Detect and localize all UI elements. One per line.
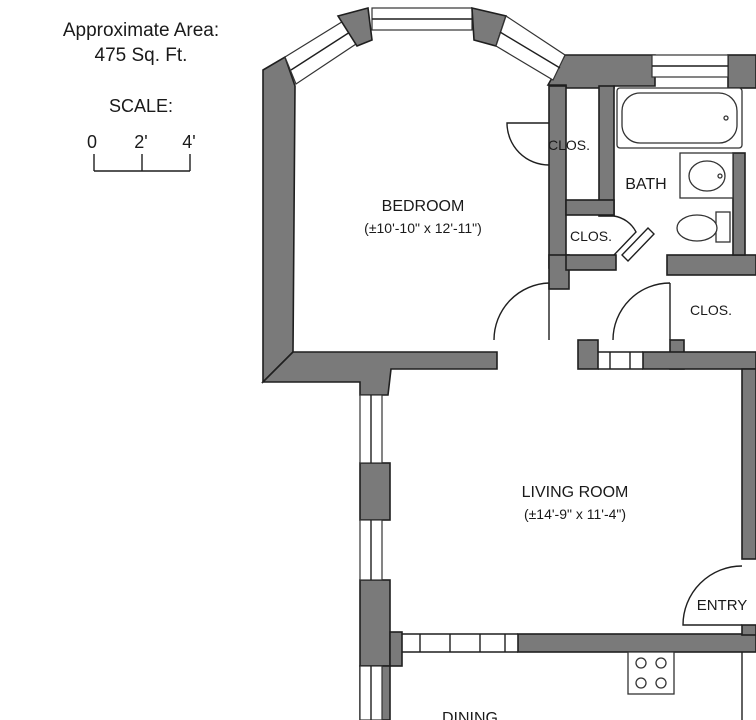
- scale-label: SCALE:: [109, 96, 173, 116]
- living-windows: [359, 394, 383, 720]
- bedroom-label: BEDROOM: [382, 198, 465, 215]
- entry-label: ENTRY: [697, 597, 748, 614]
- living-room-label: LIVING ROOM: [522, 484, 629, 501]
- bath-fixtures: [616, 87, 743, 243]
- area-label: Approximate Area:: [63, 20, 219, 41]
- stove: [627, 651, 743, 720]
- walls: [261, 54, 756, 720]
- toilet-bowl: [676, 214, 718, 242]
- scale-bar: [93, 154, 191, 172]
- bath-window: [651, 54, 729, 78]
- closet-small-label: CLOS.: [570, 228, 612, 244]
- scale-tick-4: 4': [182, 132, 195, 152]
- bay-window: [284, 6, 566, 85]
- scale-tick-0: 0: [87, 132, 97, 152]
- openings: [402, 351, 643, 653]
- bedroom-dims: (±10'-10" x 12'-11"): [364, 220, 482, 236]
- toilet-tank: [715, 211, 731, 243]
- living-room-dims: (±14'-9" x 11'-4"): [524, 506, 626, 522]
- closet-hall-label: CLOS.: [690, 302, 732, 318]
- scale-tick-2: 2': [134, 132, 147, 152]
- door-swings: [493, 122, 743, 626]
- bath-label: BATH: [625, 176, 666, 193]
- closet-bedroom-label: CLOS.: [548, 137, 590, 153]
- dining-label: DINING: [442, 710, 498, 720]
- area-value: 475 Sq. Ft.: [95, 45, 188, 66]
